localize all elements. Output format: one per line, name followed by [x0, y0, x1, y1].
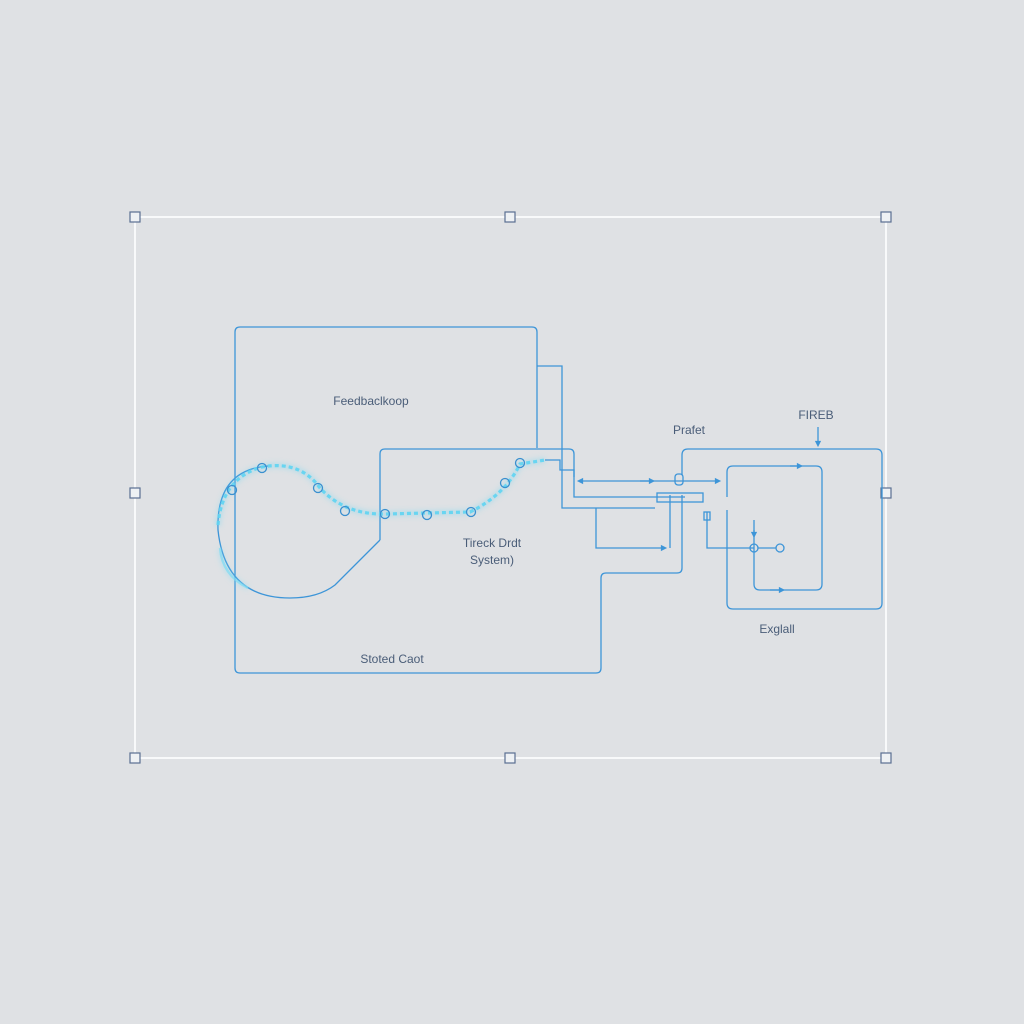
exhaust-internal-wires [703, 462, 804, 594]
label-fireb: FIREB [798, 408, 833, 422]
track-node [312, 482, 324, 494]
feedback-loop-curve [217, 465, 381, 599]
resize-handle-bottom-middle[interactable] [504, 752, 516, 764]
selection-frame[interactable] [129, 211, 892, 764]
resize-handle-top-right[interactable] [880, 211, 892, 223]
junction-node [775, 543, 785, 553]
label-track-system-line1: Tireck Drdt [463, 536, 522, 550]
resize-handle-top-left[interactable] [129, 211, 141, 223]
resize-handle-middle-right[interactable] [880, 487, 892, 499]
track-node [256, 462, 268, 474]
label-stored-cart: Stoted Caot [360, 652, 424, 666]
label-exhaust: Exglall [759, 622, 794, 636]
glowing-track [216, 458, 546, 590]
resize-handle-top-middle[interactable] [504, 211, 516, 223]
track-node [421, 509, 433, 521]
exhaust-inner-box [726, 465, 823, 591]
connector-wires [537, 365, 722, 552]
label-feedback-loop: Feedbaclkoop [333, 394, 409, 408]
resize-handle-bottom-right[interactable] [880, 752, 892, 764]
exhaust-outer-box [681, 448, 883, 610]
label-probe: Prafet [673, 423, 706, 437]
label-track-system-line2: System) [470, 553, 514, 567]
track-node [514, 457, 526, 469]
track-node [379, 508, 391, 520]
resize-handle-middle-left[interactable] [129, 487, 141, 499]
track-node [499, 477, 511, 489]
feedback-loop-container [234, 326, 683, 674]
resize-handle-bottom-left[interactable] [129, 752, 141, 764]
track-node [226, 484, 238, 496]
track-system-container [379, 448, 575, 540]
track-node [465, 506, 477, 518]
track-node [339, 505, 351, 517]
track-nodes [226, 457, 526, 521]
